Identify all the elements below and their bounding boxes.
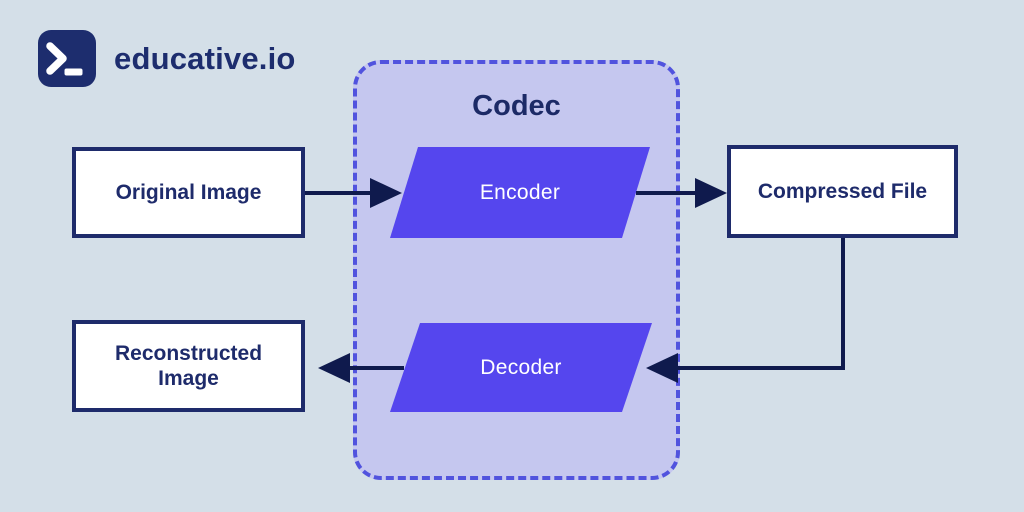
node-encoder: Encoder bbox=[390, 147, 650, 238]
brand-text: educative.io bbox=[114, 40, 296, 76]
codec-title: Codec bbox=[472, 90, 561, 122]
arrowhead-right-icon bbox=[695, 178, 727, 208]
node-compressed-file: Compressed File bbox=[727, 145, 958, 238]
codec-container: Codec bbox=[353, 60, 680, 480]
logo: educative.io bbox=[38, 30, 296, 87]
node-compressed-file-label: Compressed File bbox=[757, 179, 928, 203]
node-decoder: Decoder bbox=[390, 323, 652, 412]
node-reconstructed-image: Reconstructed Image bbox=[72, 320, 305, 412]
arrowhead-left-icon bbox=[318, 353, 350, 383]
terminal-prompt-icon bbox=[38, 30, 96, 87]
node-decoder-label: Decoder bbox=[480, 355, 562, 379]
node-original-image: Original Image bbox=[72, 147, 305, 238]
node-encoder-label: Encoder bbox=[479, 180, 561, 204]
node-reconstructed-image-label-line2: Image bbox=[158, 367, 219, 390]
node-original-image-label: Original Image bbox=[115, 180, 262, 204]
node-reconstructed-image-label-line1: Reconstructed bbox=[114, 341, 263, 365]
